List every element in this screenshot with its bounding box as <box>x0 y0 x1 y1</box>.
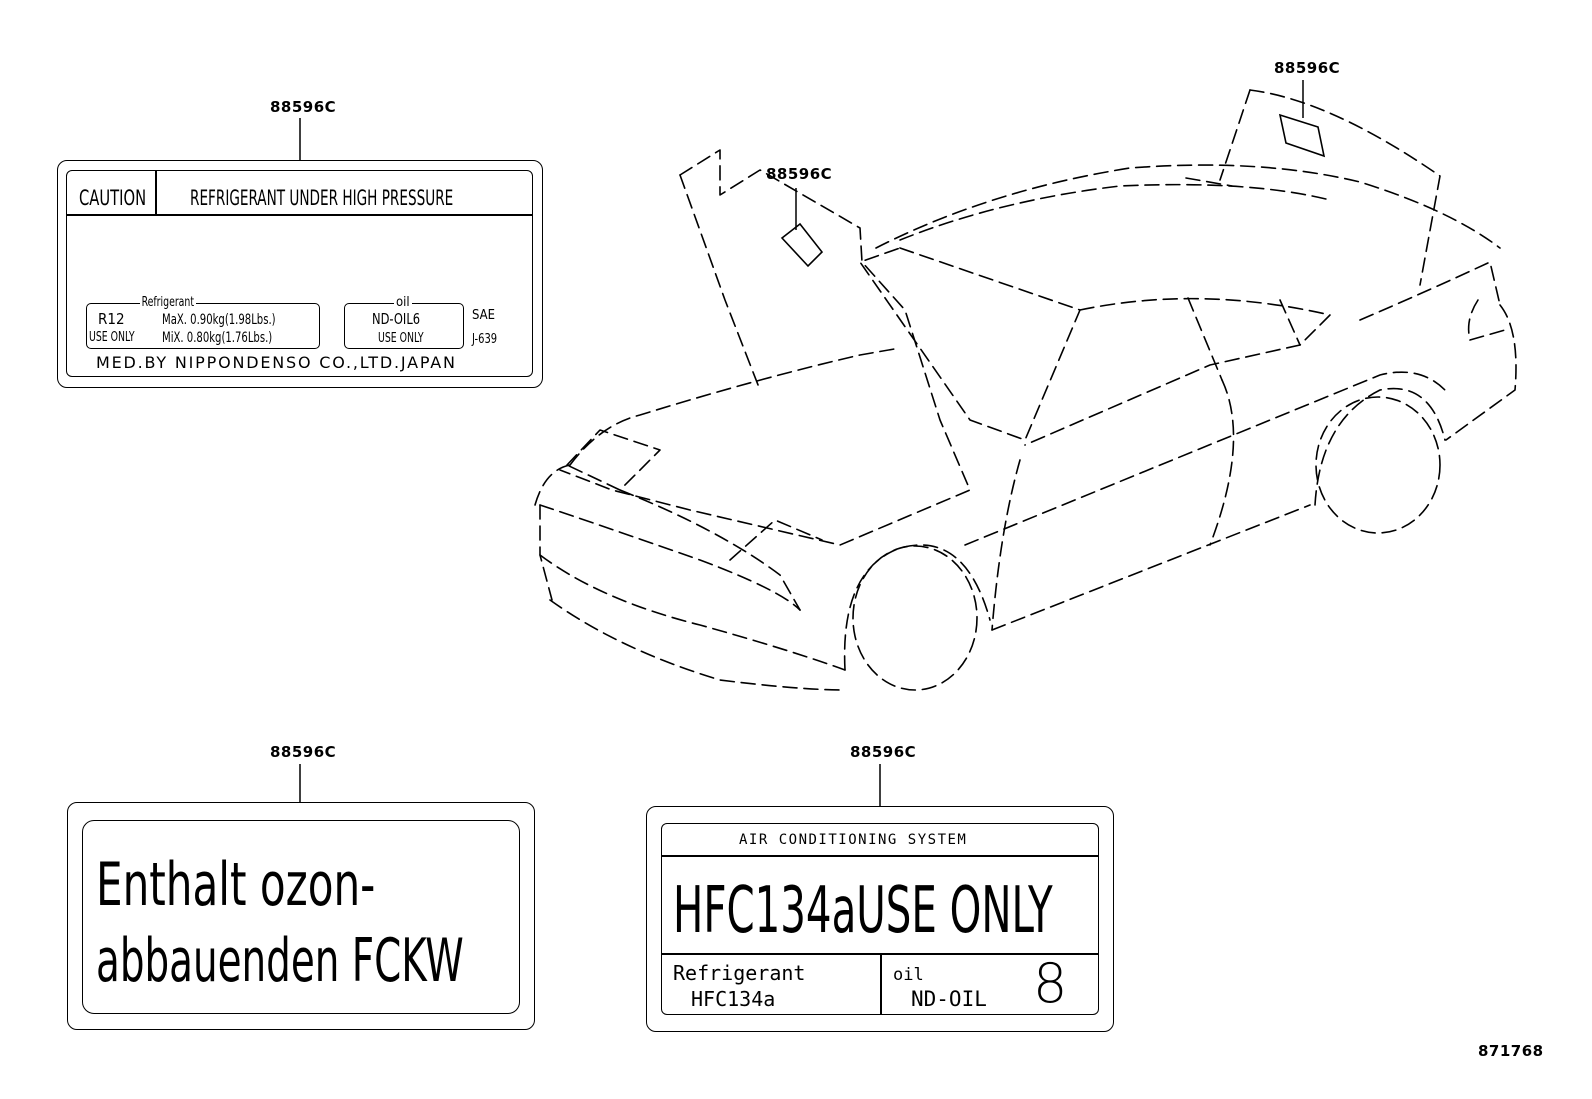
hfc-refrigerant-title: Refrigerant <box>673 961 806 985</box>
trunk-sticker <box>1278 113 1326 158</box>
german-line-1: Enthalt ozon- <box>96 850 376 920</box>
use-only-text: USE ONLY <box>89 330 135 345</box>
j639-text: J-639 <box>472 332 498 347</box>
front-wheel-arch <box>843 544 991 671</box>
hfc-refrigerant-value: HFC134a <box>691 987 776 1011</box>
max-text: MaX. 0.90kg(1.98Lbs.) <box>162 312 276 328</box>
front-corner <box>534 464 571 506</box>
bumper-bottom <box>549 599 846 691</box>
callout-hood: 88596C <box>766 165 833 183</box>
oil-name: ND-OIL6 <box>372 310 421 328</box>
hfc-main: HFC134aUSE ONLY <box>673 874 1053 948</box>
roof-inner <box>899 183 1331 241</box>
roof-outline <box>875 164 1501 249</box>
hood-sticker <box>780 222 824 268</box>
front-wheel <box>852 545 978 691</box>
hfc-label-inner <box>661 823 1099 1015</box>
german-label-inner <box>82 820 520 1014</box>
windshield <box>859 247 1081 441</box>
rear-wheel <box>1315 396 1441 534</box>
sae-text: SAE <box>472 308 496 323</box>
oil-use-only: USE ONLY <box>378 331 424 346</box>
hfc-oil-title: oil <box>893 965 924 985</box>
german-line-2: abbauenden FCKW <box>96 926 464 996</box>
callout-hfc-label: 88596C <box>850 743 917 761</box>
callout-caution-label: 88596C <box>270 98 337 116</box>
side-window <box>1024 297 1331 446</box>
rear-end <box>1445 304 1517 441</box>
caution-heading: REFRIGERANT UNDER HIGH PRESSURE <box>190 186 454 210</box>
rear-quarter-window <box>1279 299 1301 346</box>
refrigerant-title: Refrigerant <box>140 295 196 310</box>
trunk-lid-side <box>1219 89 1251 181</box>
hfc-oil-number: 8 <box>1033 952 1068 1015</box>
callout-trunk: 88596C <box>1274 59 1341 77</box>
trunk-opening <box>1185 177 1233 187</box>
trunk-lid <box>1249 89 1441 286</box>
caution-label-inner <box>66 170 533 377</box>
hfc-title: AIR CONDITIONING SYSTEM <box>739 832 968 848</box>
caution-label: CAUTION REFRIGERANT UNDER HIGH PRESSURE … <box>57 160 543 388</box>
fender-line <box>619 489 801 611</box>
german-label: Enthalt ozon- abbauenden FCKW <box>67 802 535 1030</box>
rear-wheel-arch <box>1314 387 1446 506</box>
hood-side-edge <box>679 174 761 391</box>
b-pillar <box>1187 297 1223 381</box>
min-text: MiX. 0.80kg(1.76Lbs.) <box>162 330 273 346</box>
rear-light <box>1467 299 1506 341</box>
callout-german-label: 88596C <box>270 743 337 761</box>
bumper-lower <box>539 554 846 671</box>
grille <box>729 519 823 561</box>
belt-line <box>964 371 1446 546</box>
figure-id: 871768 <box>1478 1042 1544 1060</box>
rear-deck <box>1359 261 1501 321</box>
bumper-top <box>539 504 801 611</box>
hfc-label: AIR CONDITIONING SYSTEM HFC134aUSE ONLY … <box>646 806 1114 1032</box>
refrigerant-box <box>86 303 320 349</box>
rocker <box>991 504 1311 631</box>
maker-text: MED.BY NIPPONDENSO CO.,LTD.JAPAN <box>96 353 457 372</box>
open-hood <box>559 149 971 546</box>
door-rear-edge <box>1209 379 1235 546</box>
oil-title: oil <box>394 295 412 310</box>
r12-text: R12 <box>98 310 125 328</box>
hfc-oil-value: ND-OIL <box>911 987 987 1011</box>
caution-word: CAUTION <box>79 186 147 210</box>
headlight <box>566 429 661 491</box>
door-front-edge <box>991 459 1021 631</box>
front-nose <box>569 347 901 466</box>
bumper-side <box>539 504 553 601</box>
